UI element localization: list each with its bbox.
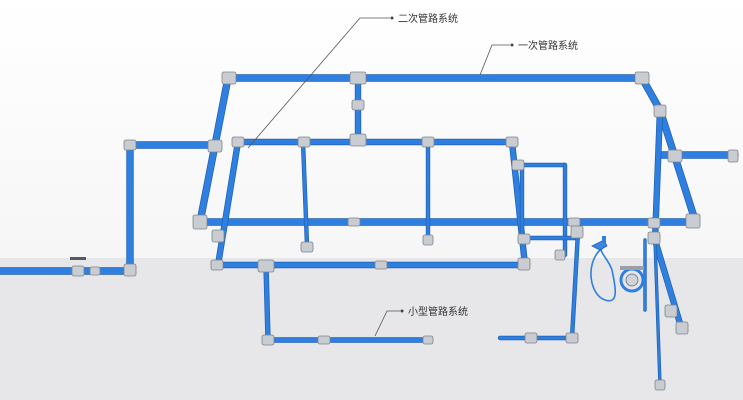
sec-elbow-bl [210, 259, 224, 271]
secondary-left [215, 139, 241, 268]
air-hose [590, 245, 617, 302]
sec-elbow-br [517, 257, 531, 271]
front-tee-r [647, 217, 661, 229]
callout-small-system: 小型管路系统 [374, 305, 468, 337]
callout-secondary-system: 二次管路系统 [247, 12, 458, 149]
inlet-valve [71, 265, 85, 277]
wall-background [0, 0, 743, 258]
drop-a [301, 140, 309, 247]
callout-dot-secondary [390, 16, 394, 20]
center-valve [351, 99, 365, 111]
front-right-elbow [685, 213, 701, 229]
right-lower-fitting [664, 304, 678, 318]
label-small-system: 小型管路系统 [408, 305, 468, 318]
inlet-elbow-bottom [123, 263, 137, 277]
outlet-end [727, 149, 739, 163]
label-primary-system: 一次管路系统 [518, 39, 578, 52]
ball-valve-icon [70, 257, 86, 260]
leader-line-small [374, 310, 400, 337]
inlet-elbow-top [123, 139, 137, 151]
top-left-elbow [221, 71, 237, 85]
right-lower-end [675, 321, 689, 335]
tee-center-top [349, 71, 367, 85]
sec-elbow-tr [505, 136, 519, 148]
left-tee [207, 139, 223, 153]
sec-coupling [374, 260, 388, 270]
pipe-fittings [70, 71, 739, 391]
leader-line-secondary [247, 17, 390, 149]
primary-right-diag [657, 107, 698, 223]
callout-dot-small [400, 309, 404, 313]
sec-tee-a [297, 136, 311, 148]
small-right-valve [570, 225, 584, 239]
small-right-riser [570, 230, 580, 340]
sec-tee-b [421, 136, 435, 148]
frame-outlet [554, 249, 566, 261]
top-right-elbow [634, 71, 650, 85]
front-coupling-2 [567, 217, 581, 227]
air-gun-icon [591, 236, 608, 251]
reel-valve [647, 231, 661, 245]
drop-a-outlet [300, 241, 314, 253]
floor-background [0, 258, 743, 400]
right-tee [667, 149, 683, 163]
sec-tee-front-small [257, 259, 275, 273]
inlet-fitting [89, 266, 101, 276]
sec-tee-r [517, 233, 531, 245]
label-secondary-system: 二次管路系统 [398, 12, 458, 25]
pipe-network [0, 74, 739, 387]
drop-b-outlet [422, 234, 434, 246]
callout-primary-system: 一次管路系统 [479, 39, 578, 76]
small-coupling [317, 335, 331, 345]
reel-drop [654, 239, 661, 386]
small-end [422, 335, 434, 345]
small-right-end [524, 332, 538, 344]
reel-drop-end [654, 379, 666, 391]
primary-left-riser [212, 75, 231, 148]
frame-elbow-tl [511, 159, 525, 171]
primary-left-front [197, 142, 218, 225]
sec-elbow-tl [231, 136, 245, 148]
hose-reel-icon [619, 266, 645, 293]
callout-dot-primary [510, 43, 514, 47]
right-fitting-1 [653, 104, 667, 118]
small-elbow [261, 334, 275, 346]
small-right-elbow [565, 332, 579, 344]
sec-tee-front-l [211, 229, 225, 243]
front-left-elbow [192, 214, 208, 230]
leader-line-primary [479, 44, 510, 76]
small-riser [264, 263, 270, 342]
front-coupling [347, 217, 361, 227]
center-tee [349, 133, 367, 147]
primary-right-down [652, 237, 685, 333]
